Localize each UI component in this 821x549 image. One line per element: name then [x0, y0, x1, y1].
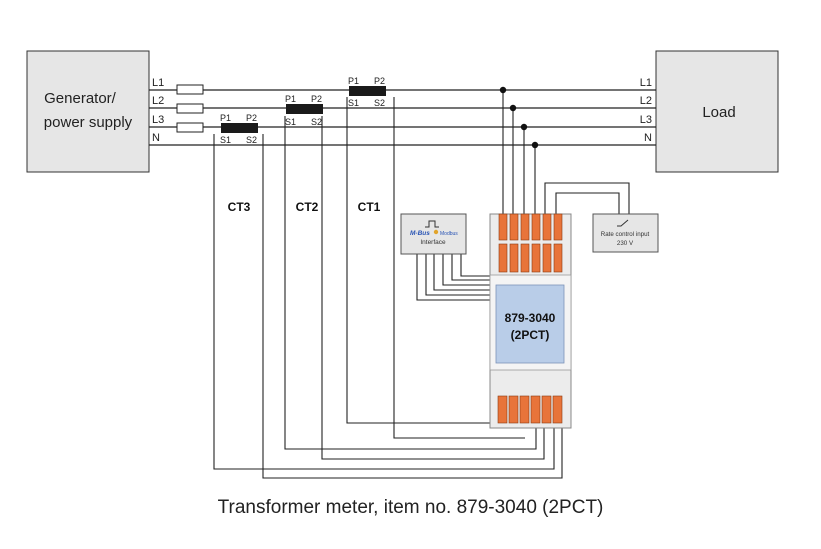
terminals-top-row2 [498, 243, 563, 273]
ct1-core [349, 86, 386, 96]
ct1-p1: P1 [348, 76, 359, 86]
terminals-top-row1 [498, 213, 563, 241]
ct1: P1 P2 S1 S2 CT1 [348, 76, 386, 214]
generator-label-line2: power supply [44, 114, 133, 131]
meter-variant: (2PCT) [511, 328, 550, 342]
rate-control-voltage: 230 V [617, 240, 634, 247]
fuses [176, 84, 204, 133]
label-right-n: N [644, 132, 652, 144]
meter-display [495, 284, 565, 364]
ct1-s1: S1 [348, 98, 359, 108]
interface-label: Interface [420, 239, 446, 246]
ct3-s2: S2 [246, 135, 257, 145]
label-left-l1: L1 [152, 77, 164, 89]
label-left-l3: L3 [152, 114, 164, 126]
rate-control-label: Rate control input [601, 231, 650, 238]
ct2-s1: S1 [285, 117, 296, 127]
label-left-n: N [152, 132, 160, 144]
ct1-s2: S2 [374, 98, 385, 108]
ct2: P1 P2 S1 S2 CT2 [285, 94, 323, 214]
ct-secondary-wires [213, 97, 563, 479]
fuse-l2 [176, 103, 204, 114]
modbus-icon [433, 229, 439, 235]
ct2-p1: P1 [285, 94, 296, 104]
ct3-p2: P2 [246, 113, 257, 123]
terminals-bottom [497, 395, 563, 424]
ct2-p2: P2 [311, 94, 322, 104]
ct1-p2: P2 [374, 76, 385, 86]
switch-icon [617, 219, 629, 227]
ct3-s1: S1 [220, 135, 231, 145]
fuse-l1 [176, 84, 204, 95]
rate-control-module: Rate control input 230 V [592, 213, 659, 253]
ct1-label: CT1 [358, 200, 381, 214]
ct2-s2: S2 [311, 117, 322, 127]
diagram-caption: Transformer meter, item no. 879-3040 (2P… [217, 497, 604, 518]
interface-protocol: Modbus [440, 231, 458, 237]
ct3-label: CT3 [228, 200, 251, 214]
ct3-core [221, 123, 258, 133]
label-right-l2: L2 [640, 95, 652, 107]
ct2-label: CT2 [296, 200, 319, 214]
ct2-core [286, 104, 323, 114]
fuse-l3 [176, 122, 204, 133]
interface-brand: M-Bus [410, 230, 430, 237]
junction-dots [499, 86, 539, 149]
voltage-taps [502, 90, 630, 218]
meter-model: 879-3040 [505, 311, 556, 325]
label-right-l1: L1 [640, 77, 652, 89]
load-box: Load [655, 50, 779, 173]
label-right-l3: L3 [640, 114, 652, 126]
label-left-l2: L2 [152, 95, 164, 107]
load-label: Load [702, 104, 735, 121]
ct3-p1: P1 [220, 113, 231, 123]
meter-device: 879-3040 (2PCT) [489, 213, 572, 429]
generator-box: Generator/ power supply [26, 50, 150, 173]
ct3: P1 P2 S1 S2 CT3 [220, 113, 258, 214]
pulse-icon [425, 220, 439, 228]
interface-module: M-Bus Modbus Interface [400, 213, 467, 255]
generator-label-line1: Generator/ [44, 90, 117, 107]
